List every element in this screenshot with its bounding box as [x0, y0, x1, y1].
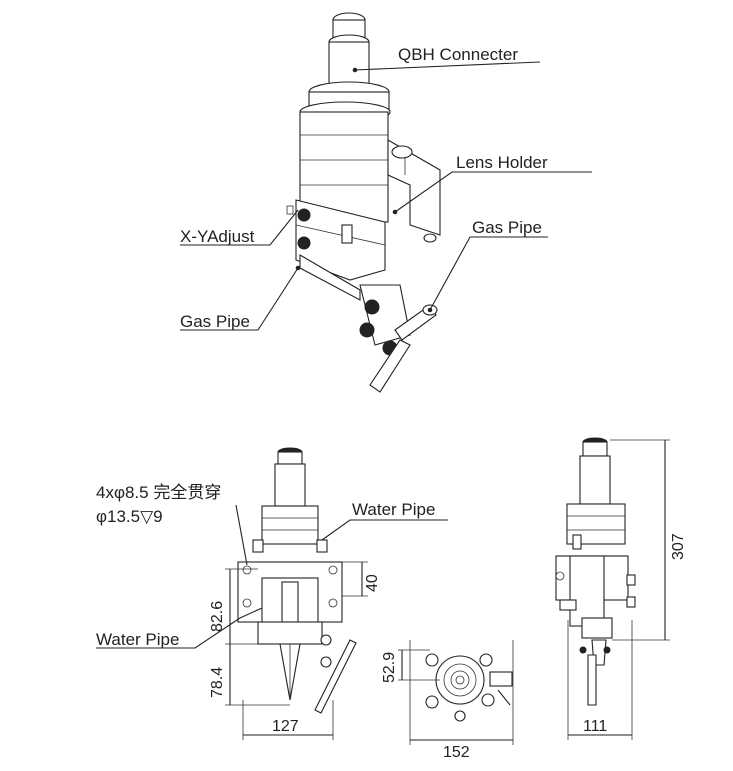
label-water-pipe-left: Water Pipe	[96, 630, 179, 649]
dim-52-9: 52.9	[381, 652, 398, 683]
label-gas-pipe-left: Gas Pipe	[180, 312, 250, 331]
label-gas-pipe-right: Gas Pipe	[472, 218, 542, 237]
side-view	[555, 437, 670, 740]
dim-127: 127	[272, 718, 299, 735]
label-lens-holder: Lens Holder	[456, 153, 548, 172]
label-xy-adjust: X-YAdjust	[180, 227, 255, 246]
dim-40: 40	[364, 574, 381, 592]
front-view	[96, 447, 448, 740]
label-holes-line2: φ13.5▽9	[96, 507, 163, 526]
dim-78-4: 78.4	[209, 667, 226, 698]
isometric-cutting-head	[180, 12, 592, 393]
dim-152: 152	[443, 744, 470, 761]
bottom-view	[398, 640, 514, 745]
dim-307: 307	[670, 533, 687, 560]
label-qbh-connecter: QBH Connecter	[398, 45, 518, 64]
label-holes-line1: 4xφ8.5 完全贯穿	[96, 483, 221, 502]
label-water-pipe-top: Water Pipe	[352, 500, 435, 519]
dim-82-6: 82.6	[209, 601, 226, 632]
dim-111: 111	[583, 718, 607, 735]
